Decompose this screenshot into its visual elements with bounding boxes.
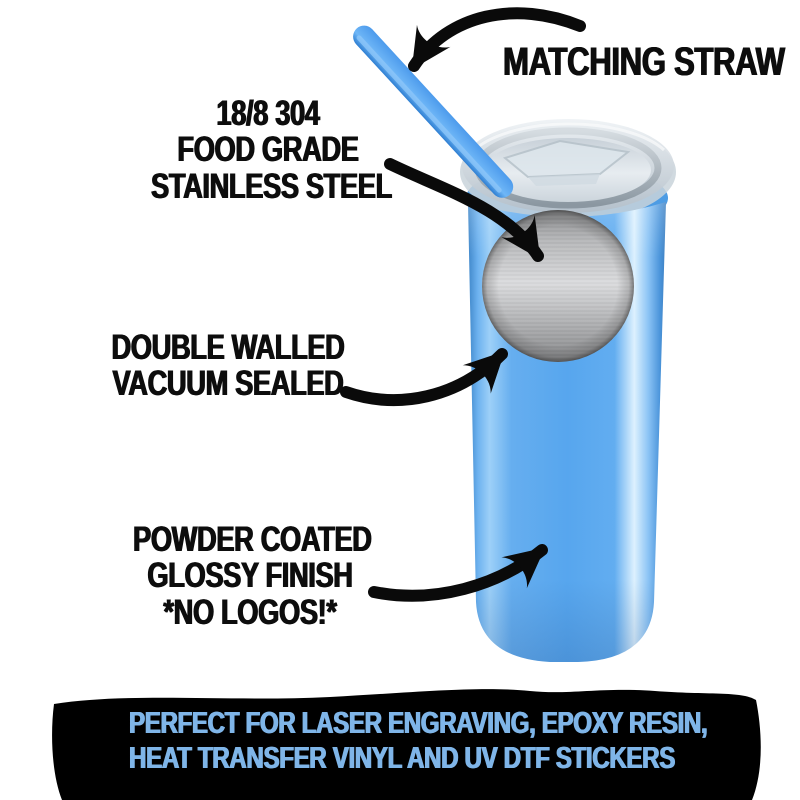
arrow-to-steel-icon [384, 158, 544, 262]
label-double-walled: DOUBLE WALLED VACUUM SEALED [111, 328, 345, 404]
matching-straw [353, 25, 514, 198]
arrow-to-straw-icon [408, 7, 586, 72]
label-powder-coated: POWDER COATED GLOSSY FINISH *NO LOGOS!* [133, 520, 372, 632]
arrow-to-finish-icon [368, 544, 548, 602]
label-line: VACUUM SEALED [112, 364, 344, 404]
banner-line: PERFECT FOR LASER ENGRAVING, EPOXY RESIN… [129, 705, 708, 740]
label-line: DOUBLE WALLED [111, 328, 345, 367]
lid-highlight [470, 122, 665, 154]
banner-line: HEAT TRANSFER VINYL AND UV DTF STICKERS [129, 739, 675, 775]
label-line: FOOD GRADE [177, 130, 359, 170]
label-line: POWDER COATED [133, 520, 372, 559]
label-matching-straw: MATCHING STRAW [503, 40, 785, 84]
label-line: STAINLESS STEEL [151, 166, 392, 206]
label-line: 18/8 304 [216, 94, 320, 133]
label-line: GLOSSY FINISH [147, 556, 353, 596]
banner-text: PERFECT FOR LASER ENGRAVING, EPOXY RESIN… [129, 705, 708, 775]
engraving-area-circle [482, 210, 634, 362]
lid-slider [502, 139, 631, 179]
label-line: MATCHING STRAW [503, 40, 785, 84]
arrow-to-wall-icon [340, 348, 508, 407]
label-line: *NO LOGOS!* [163, 592, 337, 632]
banner-background [52, 689, 761, 800]
label-stainless-steel: 18/8 304 FOOD GRADE STAINLESS STEEL [151, 94, 392, 206]
